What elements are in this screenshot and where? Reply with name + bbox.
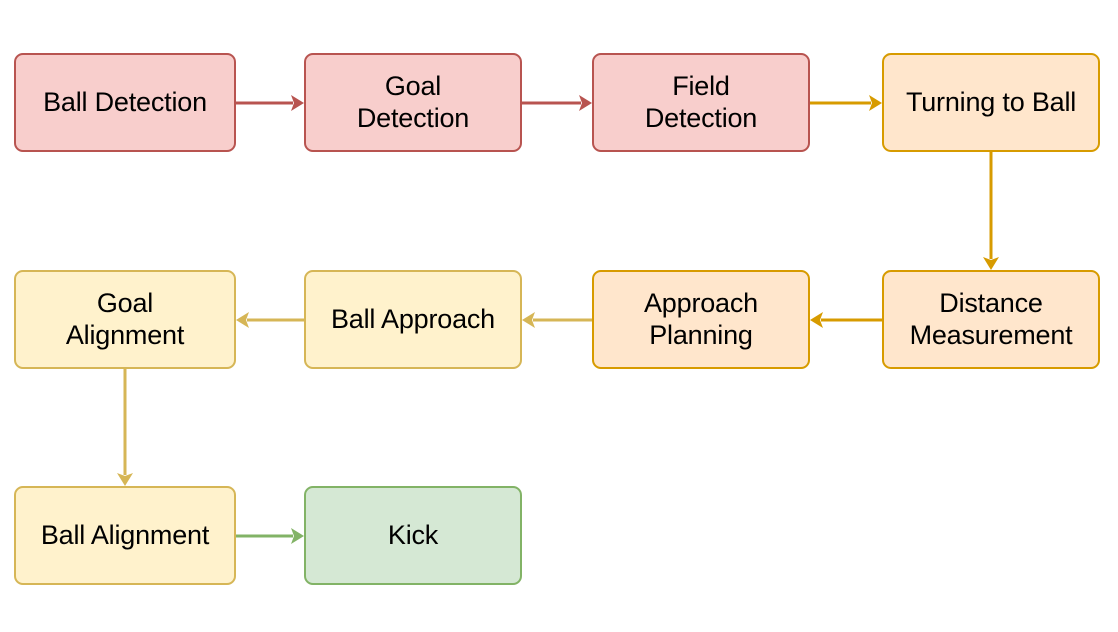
node-ball-detection[interactable]: Ball Detection <box>14 53 236 152</box>
node-goal-detection[interactable]: Goal Detection <box>304 53 522 152</box>
edge-arrowhead <box>810 311 823 328</box>
node-ball-alignment[interactable]: Ball Alignment <box>14 486 236 585</box>
edge-arrowhead <box>117 473 133 486</box>
node-kick[interactable]: Kick <box>304 486 522 585</box>
node-goal-alignment[interactable]: Goal Alignment <box>14 270 236 369</box>
edge-arrowhead <box>291 527 304 544</box>
node-label: Goal Alignment <box>65 288 185 350</box>
edge-arrowhead <box>291 94 304 111</box>
node-label: Ball Detection <box>43 86 207 117</box>
node-label: Turning to Ball <box>905 86 1077 117</box>
node-approach-planning[interactable]: Approach Planning <box>592 270 810 369</box>
node-label: Goal Detection <box>356 71 470 133</box>
node-label: Ball Alignment <box>40 519 210 550</box>
edge-arrowhead <box>236 311 249 328</box>
edge-arrowhead <box>522 311 535 328</box>
edge-arrowhead <box>579 94 592 111</box>
node-distance-measurement[interactable]: Distance Measurement <box>882 270 1100 369</box>
node-label: Field Detection <box>644 71 758 133</box>
node-label: Distance Measurement <box>909 288 1073 350</box>
edge-arrowhead <box>869 94 882 111</box>
edge-turning-to-ball-to-distance-measurement <box>971 132 1011 290</box>
edge-arrowhead <box>983 257 999 270</box>
node-label: Approach Planning <box>644 288 758 350</box>
node-ball-approach[interactable]: Ball Approach <box>304 270 522 369</box>
edge-goal-alignment-to-ball-alignment <box>105 349 145 506</box>
node-field-detection[interactable]: Field Detection <box>592 53 810 152</box>
node-label: Kick <box>387 519 439 550</box>
node-label: Ball Approach <box>330 303 495 334</box>
node-turning-to-ball[interactable]: Turning to Ball <box>882 53 1100 152</box>
